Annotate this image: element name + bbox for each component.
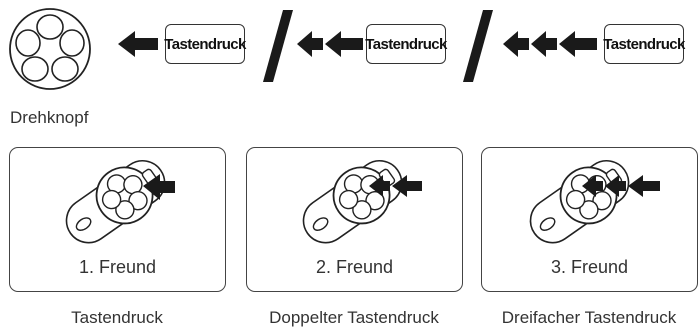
card-label: 3. Freund (550, 257, 629, 277)
card-label: 2. Freund (315, 257, 394, 277)
slash-separator-icon (463, 10, 493, 82)
left-arrow-icon (143, 174, 175, 200)
press-label: Tastendruck (365, 35, 447, 53)
left-arrow-icon (605, 175, 626, 197)
card-caption: Doppelter Tastendruck (269, 308, 439, 327)
press-label: Tastendruck (164, 35, 246, 53)
card-caption: Tastendruck (71, 308, 163, 327)
remote-control-icon (65, 159, 175, 244)
left-arrow-icon (369, 175, 390, 197)
left-arrow-icon (392, 175, 422, 197)
press-button-box: Tastendruck (603, 24, 685, 64)
card-label: 1. Freund (78, 257, 157, 277)
left-arrow-icon (118, 31, 158, 57)
press-label: Tastendruck (603, 35, 685, 53)
friend-card-3: 3. Freund (481, 147, 698, 292)
left-arrow-icon (628, 175, 660, 197)
double-left-arrow-icon (297, 31, 363, 57)
slash-separator-icon (263, 10, 293, 82)
remote-control-icon (302, 159, 422, 244)
press-button-box: Tastendruck (164, 24, 246, 64)
friend-card-2: 2. Freund (246, 147, 463, 292)
card-caption: Dreifacher Tastendruck (501, 308, 677, 327)
knob-label: Drehknopf (10, 108, 89, 127)
triple-left-arrow-icon (503, 31, 597, 57)
friend-card-1: 1. Freund (9, 147, 226, 292)
left-arrow-icon (582, 175, 603, 197)
press-button-box: Tastendruck (365, 24, 447, 64)
remote-control-icon (529, 159, 660, 244)
rotary-knob-icon (8, 7, 92, 91)
